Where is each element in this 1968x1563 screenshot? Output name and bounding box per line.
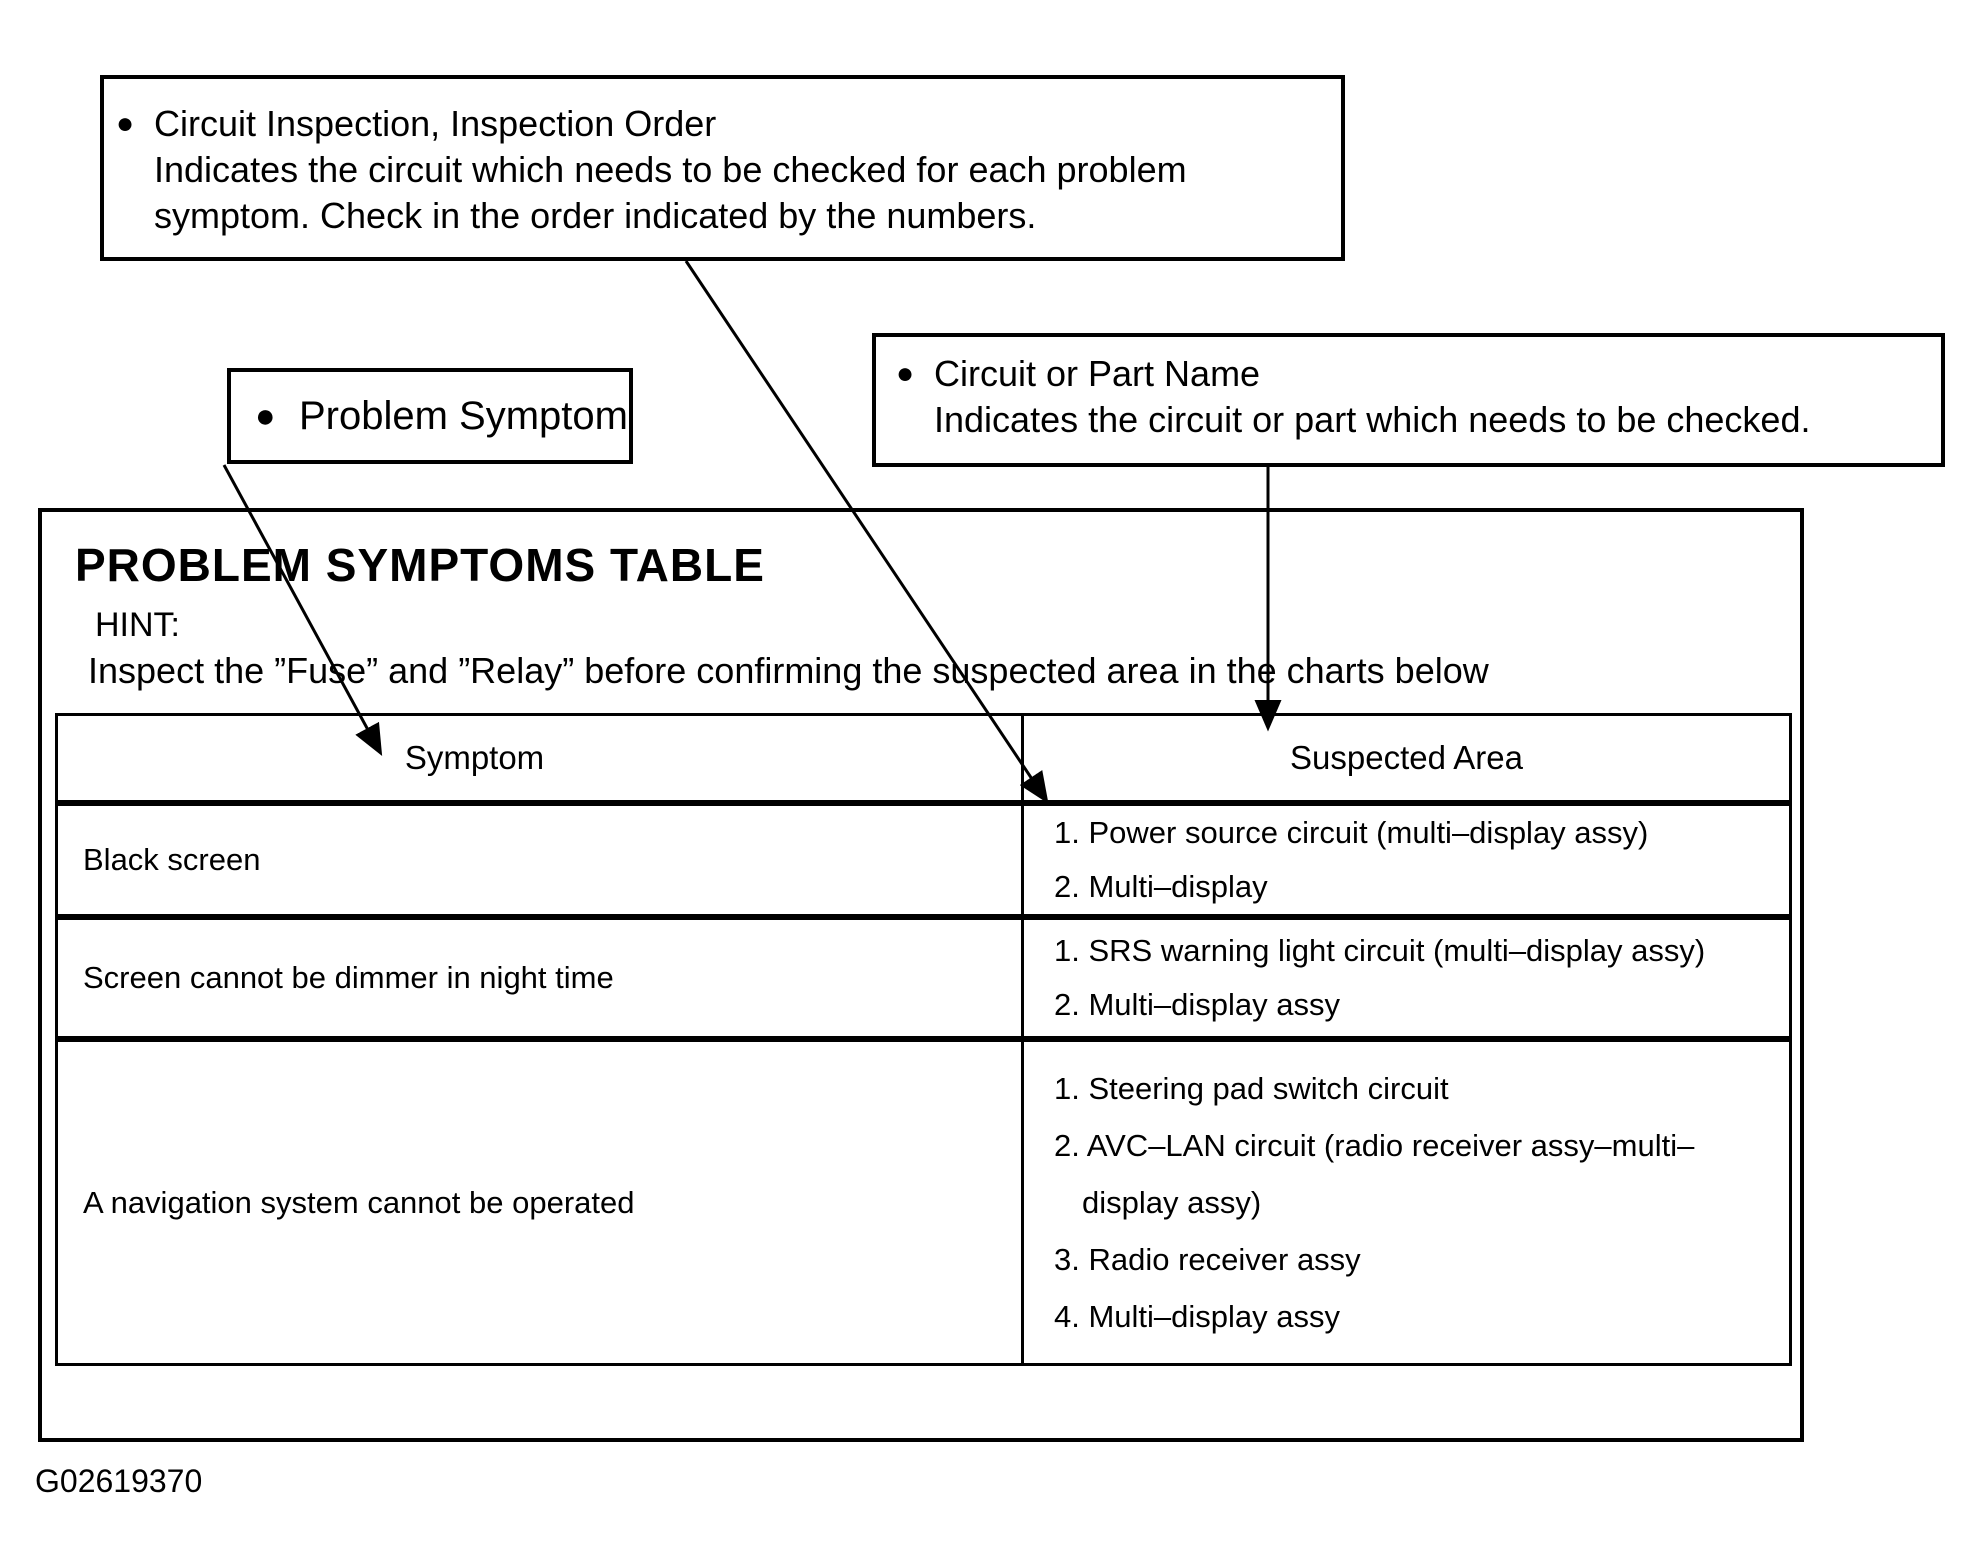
bullet-icon: ● bbox=[255, 397, 276, 435]
callout-circuit-inspection-desc-1: Indicates the circuit which needs to be … bbox=[154, 149, 1187, 190]
page-title: PROBLEM SYMPTOMS TABLE bbox=[75, 539, 765, 591]
column-header-suspected-area: Suspected Area bbox=[1021, 716, 1789, 800]
callout-problem-symptom: ● Problem Symptom bbox=[227, 368, 633, 464]
callout-circuit-inspection-title-line: ● Circuit Inspection, Inspection Order bbox=[116, 101, 1331, 147]
bullet-icon: ● bbox=[116, 107, 135, 140]
table-row-symptom: Black screen bbox=[58, 800, 1021, 914]
symptom-text: Screen cannot be dimmer in night time bbox=[83, 960, 614, 995]
callout-circuit-inspection-title: Circuit Inspection, Inspection Order bbox=[154, 103, 717, 144]
callout-circuit-or-part-title-line: ● Circuit or Part Name bbox=[896, 351, 1931, 397]
column-header-suspected-area-label: Suspected Area bbox=[1290, 739, 1523, 776]
callout-circuit-or-part-desc: Indicates the circuit or part which need… bbox=[934, 399, 1811, 440]
callout-circuit-or-part-title: Circuit or Part Name bbox=[934, 353, 1261, 394]
callout-problem-symptom-label: Problem Symptom bbox=[299, 394, 628, 438]
table-row-symptom: A navigation system cannot be operated bbox=[58, 1036, 1021, 1363]
callout-circuit-or-part: ● Circuit or Part Name Indicates the circ… bbox=[872, 333, 1945, 467]
symptom-text: Black screen bbox=[83, 842, 261, 877]
figure-id: G02619370 bbox=[35, 1463, 203, 1499]
suspected-item: 2. Multi–display bbox=[1054, 869, 1268, 904]
table-row-suspected-area: 1. Power source circuit (multi–display a… bbox=[1021, 800, 1789, 914]
suspected-item-continuation: display assy) bbox=[1082, 1184, 1262, 1220]
column-header-symptom: Symptom bbox=[58, 716, 1021, 800]
column-header-symptom-label: Symptom bbox=[404, 739, 545, 776]
problem-symptoms-table: Symptom Suspected Area Black screen 1. P… bbox=[55, 713, 1792, 1366]
suspected-item: 2. Multi–display assy bbox=[1054, 987, 1341, 1022]
suspected-item: 3. Radio receiver assy bbox=[1054, 1241, 1361, 1277]
table-row-symptom: Screen cannot be dimmer in night time bbox=[58, 914, 1021, 1036]
suspected-item: 4. Multi–display assy bbox=[1054, 1298, 1341, 1334]
bullet-icon: ● bbox=[896, 357, 915, 390]
callout-circuit-inspection-desc-2: symptom. Check in the order indicated by… bbox=[154, 195, 1037, 236]
suspected-item: 1. SRS warning light circuit (multi–disp… bbox=[1054, 933, 1706, 968]
hint-text: Inspect the ”Fuse” and ”Relay” before co… bbox=[88, 650, 1489, 691]
suspected-item: 1. Power source circuit (multi–display a… bbox=[1054, 815, 1649, 850]
table-row-suspected-area: 1. Steering pad switch circuit 2. AVC–LA… bbox=[1021, 1036, 1789, 1363]
symptom-text: A navigation system cannot be operated bbox=[83, 1184, 635, 1220]
hint-label: HINT: bbox=[95, 606, 180, 644]
table-row-suspected-area: 1. SRS warning light circuit (multi–disp… bbox=[1021, 914, 1789, 1036]
suspected-item: 1. Steering pad switch circuit bbox=[1054, 1070, 1449, 1106]
suspected-item: 2. AVC–LAN circuit (radio receiver assy–… bbox=[1054, 1127, 1695, 1163]
callout-problem-symptom-line: ● Problem Symptom bbox=[255, 393, 628, 439]
callout-circuit-inspection: ● Circuit Inspection, Inspection Order In… bbox=[100, 75, 1345, 261]
